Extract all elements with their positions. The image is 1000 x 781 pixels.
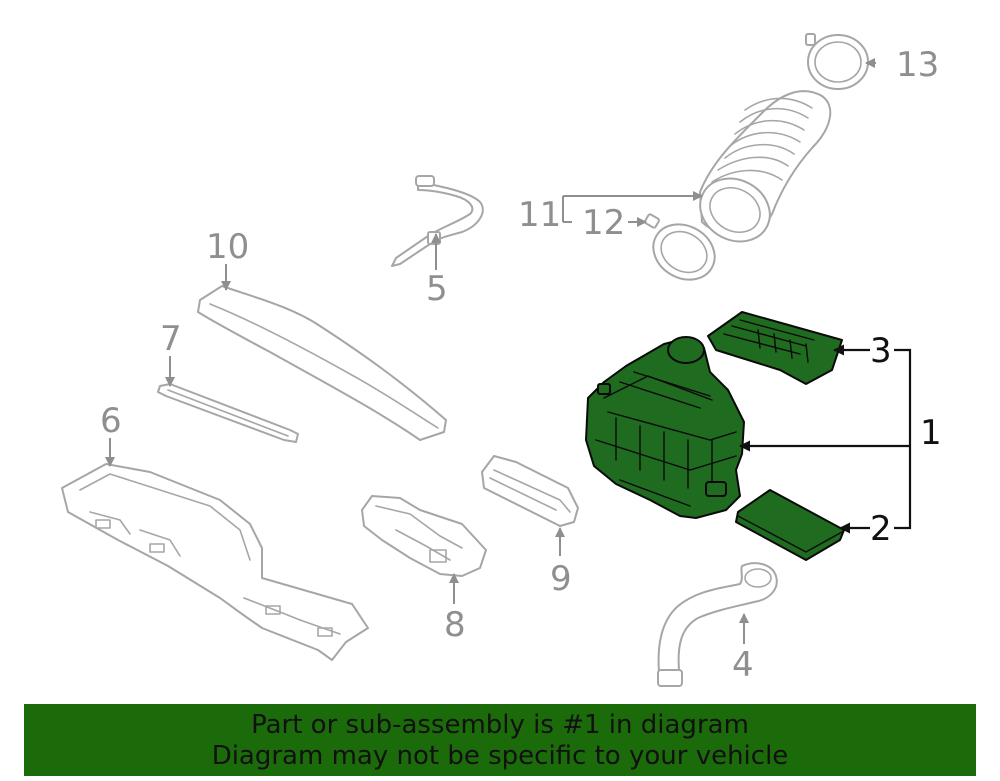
part-2-filter[interactable] [735, 489, 845, 561]
callout-3: 3 [870, 331, 892, 371]
callout-5: 5 [426, 269, 448, 309]
part-4-drain-hose[interactable] [657, 562, 778, 687]
leader-lines [105, 58, 876, 644]
callout-9: 9 [550, 559, 572, 599]
part-1-air-cleaner[interactable] [585, 336, 745, 519]
part-6-plenum-tray[interactable] [61, 463, 369, 661]
callout-7: 7 [160, 319, 182, 359]
part-9-duct[interactable] [481, 455, 579, 527]
callout-11: 11 [518, 195, 561, 235]
callout-8: 8 [444, 605, 466, 645]
part-10-seal-strip[interactable] [197, 285, 447, 441]
callout-4: 4 [732, 645, 754, 685]
info-banner: Part or sub-assembly is #1 in diagram Di… [24, 704, 976, 776]
callout-12: 12 [582, 203, 625, 243]
leader-lines-assembly [739, 344, 912, 534]
callout-1: 1 [920, 413, 942, 453]
callout-13: 13 [896, 45, 939, 85]
callout-6: 6 [100, 401, 122, 441]
part-8-bracket[interactable] [361, 495, 487, 577]
callout-10: 10 [206, 227, 249, 267]
part-3-cover[interactable] [707, 311, 843, 385]
banner-line-1: Part or sub-assembly is #1 in diagram [251, 710, 749, 740]
part-13-clamp[interactable] [805, 33, 869, 90]
part-7-gasket[interactable] [157, 383, 299, 443]
part-5-vent-hose[interactable] [391, 175, 484, 267]
banner-line-2: Diagram may not be specific to your vehi… [211, 741, 789, 771]
part-12-clamp[interactable] [643, 213, 724, 290]
part-11-intake-hose[interactable] [689, 90, 832, 253]
callout-2: 2 [870, 509, 892, 549]
